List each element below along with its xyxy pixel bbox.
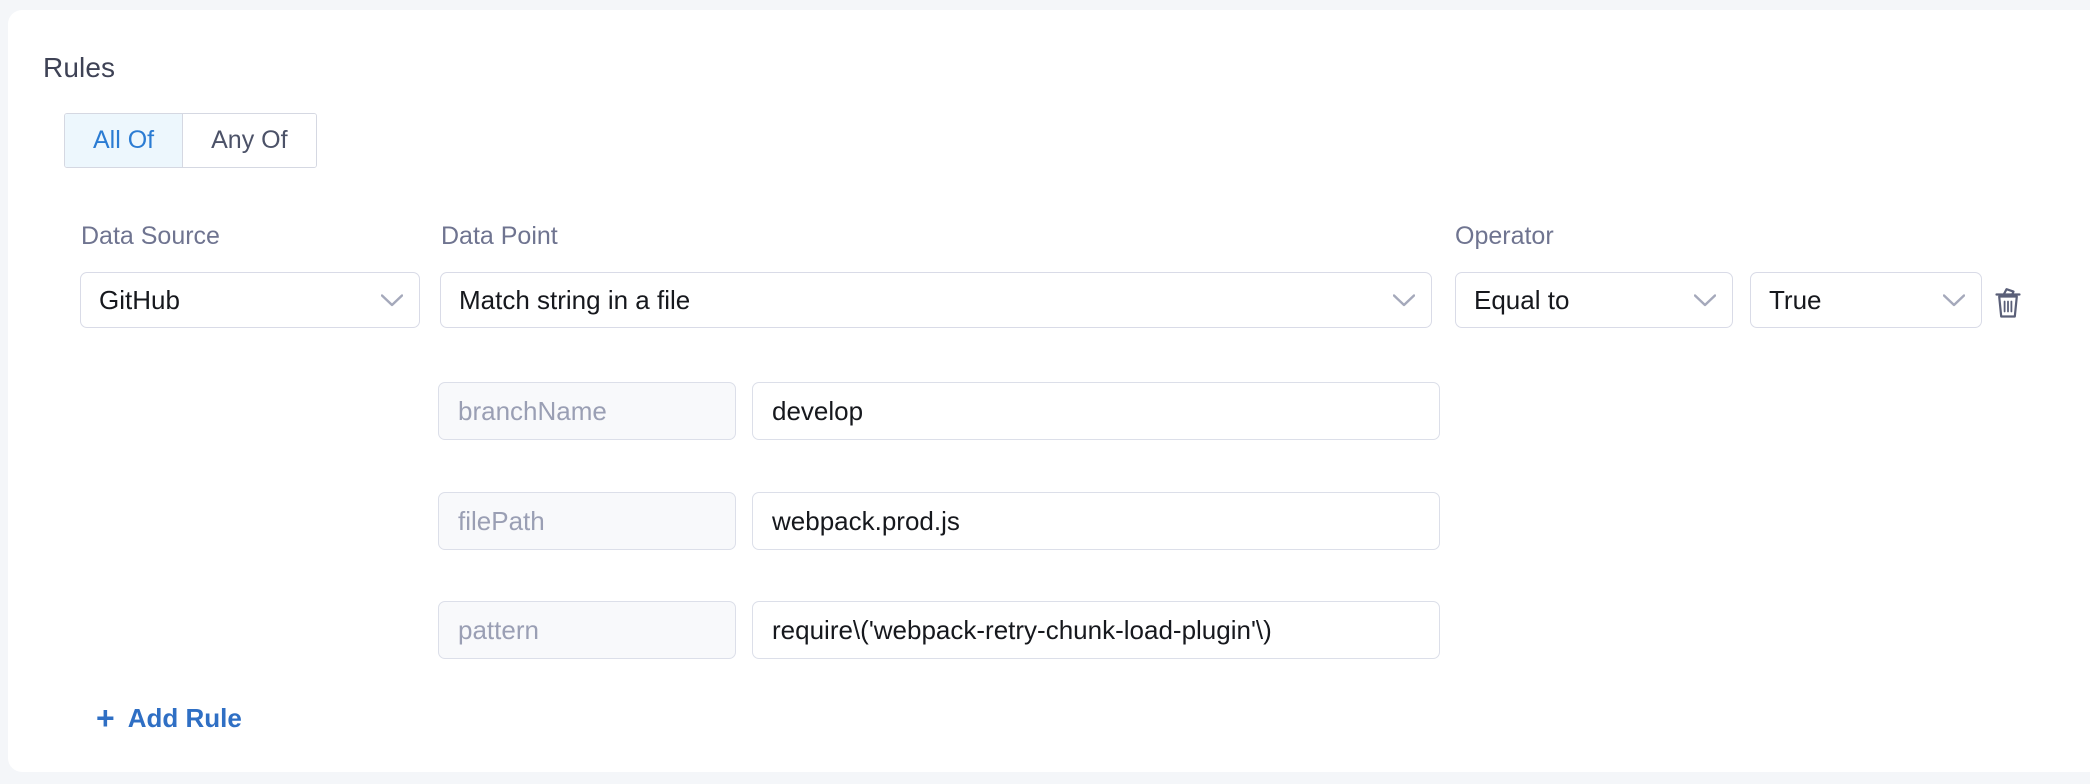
operator-value-selected: True xyxy=(1769,284,1822,315)
toggle-option-all-of-label: All Of xyxy=(93,126,155,154)
data-point-value: Match string in a file xyxy=(459,284,691,315)
data-point-label: Data Point xyxy=(441,222,558,250)
trash-icon xyxy=(1991,284,2025,325)
data-source-select[interactable]: GitHub xyxy=(80,272,420,328)
chevron-down-icon xyxy=(1387,272,1421,328)
parameter-row: branchName develop xyxy=(438,382,1440,440)
add-rule-label: Add Rule xyxy=(127,702,242,733)
operator-label: Operator xyxy=(1455,222,1554,250)
parameter-value-input[interactable]: webpack.prod.js xyxy=(752,492,1440,550)
operator-select[interactable]: Equal to xyxy=(1455,272,1733,328)
chevron-down-icon xyxy=(1937,272,1971,328)
parameter-row: filePath webpack.prod.js xyxy=(438,492,1440,550)
rules-card: Rules All Of Any Of Data Source Data Poi… xyxy=(8,10,2090,772)
parameter-row: pattern require\('webpack-retry-chunk-lo… xyxy=(438,601,1440,659)
operator-value-select[interactable]: True xyxy=(1750,272,1982,328)
delete-rule-button[interactable] xyxy=(1986,282,2030,326)
parameter-value-input[interactable]: develop xyxy=(752,382,1440,440)
data-point-select[interactable]: Match string in a file xyxy=(440,272,1432,328)
data-source-value: GitHub xyxy=(99,284,180,315)
page-title: Rules xyxy=(43,52,116,83)
toggle-option-any-of[interactable]: Any Of xyxy=(182,114,316,167)
operator-value: Equal to xyxy=(1474,284,1570,315)
data-source-label: Data Source xyxy=(81,222,220,250)
parameter-key-field: pattern xyxy=(438,601,736,659)
parameter-key-field: branchName xyxy=(438,382,736,440)
parameter-value-input[interactable]: require\('webpack-retry-chunk-load-plugi… xyxy=(752,601,1440,659)
chevron-down-icon xyxy=(1688,272,1722,328)
add-rule-button[interactable]: + Add Rule xyxy=(96,702,242,734)
plus-icon: + xyxy=(96,700,115,736)
match-type-toggle[interactable]: All Of Any Of xyxy=(64,113,317,168)
toggle-option-any-of-label: Any Of xyxy=(211,126,288,154)
parameter-key-field: filePath xyxy=(438,492,736,550)
chevron-down-icon xyxy=(375,272,409,328)
toggle-option-all-of[interactable]: All Of xyxy=(65,114,183,167)
